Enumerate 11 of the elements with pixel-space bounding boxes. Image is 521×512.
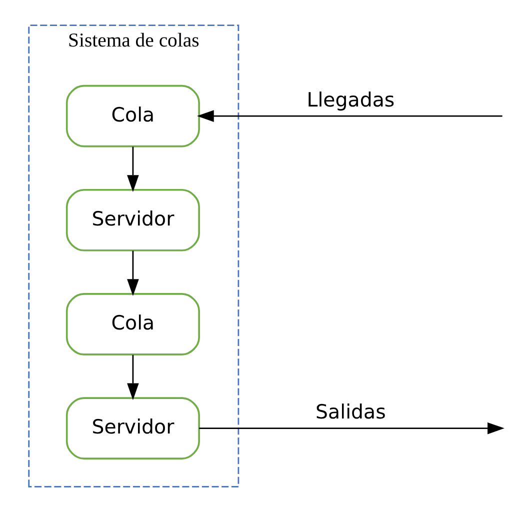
node-box: Servidor [66,188,200,252]
edge-label: Llegadas [306,88,395,112]
arrow [127,146,139,192]
arrow [127,354,139,400]
arrow [196,110,502,122]
node-box: Cola [66,84,200,148]
edge-label: Salidas [316,400,386,424]
node-box: Cola [66,293,200,356]
arrow [199,422,504,434]
arrow [127,250,139,296]
node-box: Servidor [66,397,200,460]
